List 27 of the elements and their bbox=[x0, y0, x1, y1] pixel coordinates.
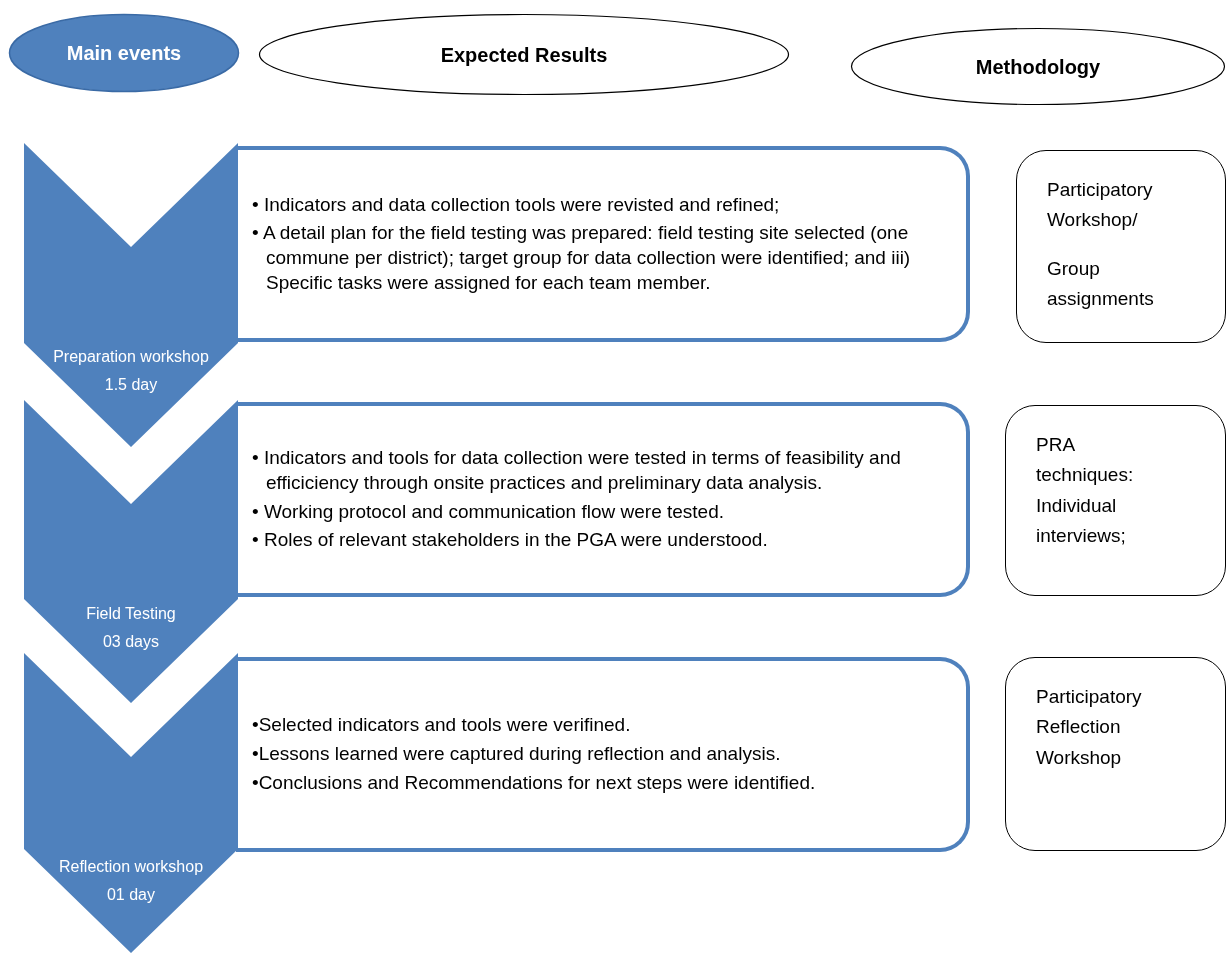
event-text: Preparation workshop bbox=[53, 347, 209, 367]
header-text: Methodology bbox=[975, 54, 1101, 80]
event-text: 01 day bbox=[106, 885, 155, 905]
method-box bbox=[1005, 657, 1226, 851]
result-box bbox=[236, 402, 970, 597]
result-item: • Indicators and tools for data collection were tested in terms of feasibility and efficiciency through onsite practices and preliminary data analysis. bbox=[252, 446, 902, 495]
method-box bbox=[1016, 150, 1226, 343]
result-box bbox=[236, 146, 970, 342]
result-item: •Conclusions and Recommendations for next steps were identified. bbox=[252, 770, 817, 795]
event-text: Field Testing bbox=[86, 604, 176, 624]
method-text: Group assignments bbox=[1047, 256, 1155, 312]
header-text: Expected Results bbox=[440, 42, 608, 68]
result-item: • A detail plan for the field testing was prepared: field testing site selected (one commune per district); target group for data collection were identified; and iii) Specific tasks were assigned for each team member. bbox=[252, 221, 912, 295]
method-box bbox=[1005, 405, 1226, 596]
event-text: 03 days bbox=[102, 632, 159, 652]
method-text: Participatory Reflection Workshop bbox=[1036, 685, 1143, 770]
result-item: • Working protocol and communication flow were tested. bbox=[252, 499, 726, 524]
method-text: Participatory Workshop/ bbox=[1047, 178, 1154, 233]
result-box bbox=[236, 657, 970, 852]
result-item: •Lessons learned were captured during reflection and analysis. bbox=[252, 742, 782, 767]
result-item: •Selected indicators and tools were verifined. bbox=[252, 713, 632, 738]
method-text: PRA techniques: Individual interviews; bbox=[1036, 433, 1135, 549]
result-item: • Roles of relevant stakeholders in the PGA were understood. bbox=[252, 528, 769, 553]
event-text: Reflection workshop bbox=[58, 857, 204, 877]
event-text: 1.5 day bbox=[104, 375, 158, 395]
header-text: Main events bbox=[66, 41, 182, 66]
result-item: • Indicators and data collection tools were revisted and refined; bbox=[252, 192, 781, 217]
